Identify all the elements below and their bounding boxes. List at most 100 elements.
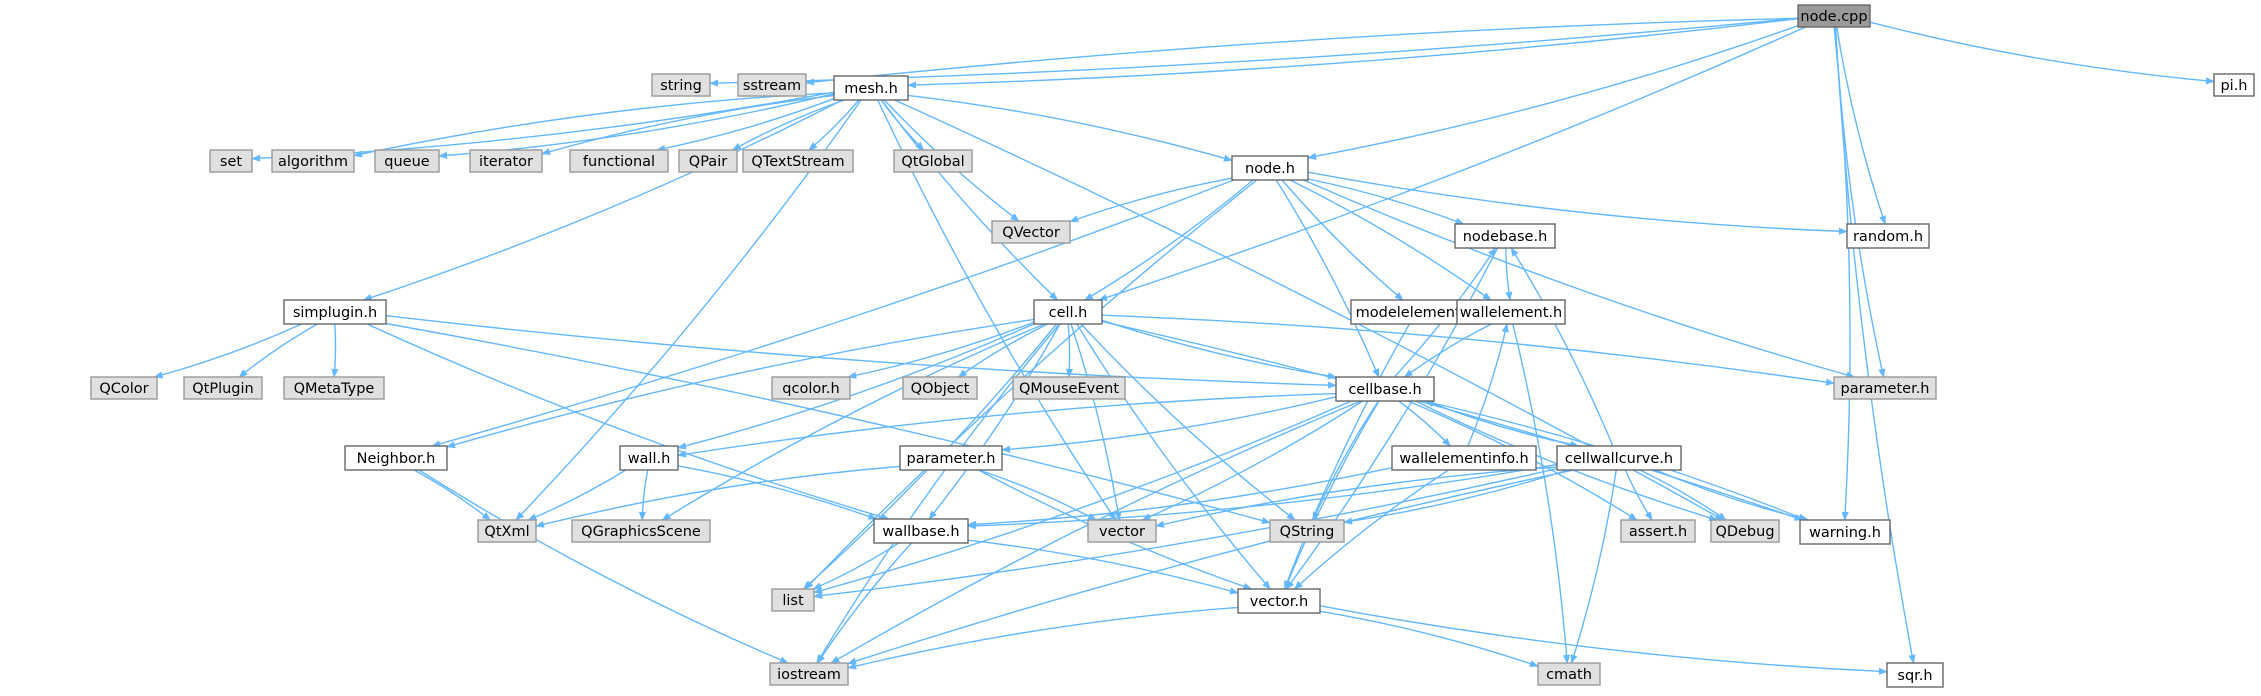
edge-line — [1834, 26, 1886, 378]
edge-line — [535, 465, 901, 528]
edge-line — [1275, 179, 1380, 378]
edge-line — [153, 323, 302, 379]
edge-line — [817, 542, 913, 664]
edge-cellwallcurve-h-to-list — [813, 468, 1558, 600]
node-label: QDebug — [1715, 524, 1774, 540]
node-cellbase-h[interactable]: cellbase.h — [1335, 376, 1435, 402]
node-box — [1833, 376, 1937, 400]
node-qmetatype-external: QMetaType — [283, 376, 385, 400]
node-box[interactable] — [1231, 155, 1309, 181]
node-box[interactable] — [344, 445, 448, 471]
node-qobject-external: QObject — [902, 376, 978, 400]
node-box[interactable] — [1391, 445, 1537, 471]
node-qstring-external: QString — [1269, 519, 1345, 543]
node-box[interactable] — [1556, 445, 1682, 471]
edge-neighbor-h-to-qtxml — [413, 469, 492, 521]
edge-line — [331, 323, 339, 378]
node-box[interactable] — [899, 445, 1003, 471]
node-wallelementinfo-h[interactable]: wallelementinfo.h — [1391, 445, 1537, 471]
edge-line — [1285, 247, 1499, 590]
edge-line — [446, 318, 1035, 449]
node-parameter-h[interactable]: parameter.h — [899, 445, 1003, 471]
node-label: warning.h — [1809, 525, 1881, 541]
node-vector-h[interactable]: vector.h — [1237, 588, 1321, 614]
node-wall-h[interactable]: wall.h — [619, 445, 679, 471]
node-label: simplugin.h — [293, 305, 377, 321]
edge-line — [1834, 26, 1916, 664]
node-label: list — [782, 593, 804, 609]
edge-nodebase-h-to-vector-h — [1285, 247, 1499, 590]
edge-cell-h-to-qgraphicsscene — [661, 323, 1045, 521]
edge-wallbase-h-to-vector-h — [967, 539, 1239, 595]
edge-simplugin-h-to-qcolor — [153, 323, 302, 379]
node-box — [742, 149, 854, 173]
edge-cellbase-h-to-wall-h — [677, 392, 1337, 458]
edge-line — [677, 465, 878, 520]
edge-line — [967, 463, 1558, 530]
node-label: random.h — [1853, 229, 1923, 245]
edge-line — [362, 99, 843, 301]
node-box[interactable] — [619, 445, 679, 471]
node-box[interactable] — [1335, 376, 1435, 402]
edge-cellwallcurve-h-to-assert-h — [1624, 469, 1653, 521]
edge-wallelementinfo-h-to-vector-h — [1293, 469, 1449, 590]
edge-node-h-to-neighbor-h — [431, 179, 1235, 448]
node-box[interactable] — [1799, 519, 1891, 545]
node-label: QTextStream — [751, 154, 844, 170]
node-box[interactable] — [283, 299, 387, 325]
edge-node-cpp-to-string — [709, 17, 1799, 87]
node-box[interactable] — [833, 75, 909, 101]
node-box[interactable] — [1237, 588, 1321, 614]
edge-line — [1624, 469, 1653, 521]
node-label: sstream — [743, 78, 801, 94]
edge-line — [1001, 396, 1337, 453]
edge-node-cpp-to-mesh-h — [907, 18, 1799, 89]
node-box[interactable] — [2213, 73, 2255, 97]
node-label: QObject — [911, 381, 970, 397]
node-simplugin-h[interactable]: simplugin.h — [283, 299, 387, 325]
node-cmath-external: cmath — [1537, 662, 1601, 686]
node-mesh-h[interactable]: mesh.h — [833, 75, 909, 101]
node-box — [771, 376, 851, 400]
edge-mesh-h-to-cell-h — [881, 99, 1059, 301]
node-cell-h[interactable]: cell.h — [1033, 299, 1103, 325]
edge-node-cpp-to-warning-h — [1833, 26, 1851, 521]
node-random-h[interactable]: random.h — [1846, 223, 1930, 249]
edge-line — [967, 467, 1393, 528]
node-box[interactable] — [1846, 223, 1930, 249]
node-sqr-h[interactable]: sqr.h — [1886, 662, 1944, 688]
edge-cell-h-to-parameter-h — [1101, 314, 1835, 386]
node-box[interactable] — [1886, 662, 1944, 688]
node-node-h[interactable]: node.h — [1231, 155, 1309, 181]
edge-line — [1141, 400, 1364, 521]
node-box[interactable] — [1033, 299, 1103, 325]
node-qtplugin-external: QtPlugin — [183, 376, 263, 400]
node-box[interactable] — [1454, 223, 1556, 249]
node-box — [737, 73, 807, 97]
edge-cell-h-to-vector-h — [1076, 323, 1271, 590]
node-pi-h[interactable]: pi.h — [2213, 73, 2255, 97]
edge-line — [1284, 400, 1380, 590]
edge-line — [418, 469, 789, 664]
node-box — [477, 519, 537, 543]
edge-node-cpp-to-node-h — [1307, 25, 1799, 160]
edge-parameter-h-to-qtxml — [535, 465, 901, 528]
edge-line — [1283, 323, 1411, 590]
edge-cellwallcurve-h-to-qstring — [1343, 469, 1568, 525]
edge-wallelement-h-to-cmath — [1512, 323, 1571, 664]
node-wallelement-h[interactable]: wallelement.h — [1456, 299, 1566, 325]
edge-line — [1289, 179, 1492, 301]
node-iterator-external: iterator — [469, 149, 543, 173]
edge-simplugin-h-to-wallbase-h — [366, 323, 890, 521]
node-box — [1087, 519, 1157, 543]
node-warning-h[interactable]: warning.h — [1799, 519, 1891, 545]
node-label: qcolor.h — [782, 381, 839, 397]
node-cellwallcurve-h[interactable]: cellwallcurve.h — [1556, 445, 1682, 471]
node-nodebase-h[interactable]: nodebase.h — [1454, 223, 1556, 249]
node-qgraphicsscene-external: QGraphicsScene — [571, 519, 711, 543]
node-wallbase-h[interactable]: wallbase.h — [873, 518, 969, 544]
node-box[interactable] — [1456, 299, 1566, 325]
edge-line — [847, 321, 1035, 379]
node-box[interactable] — [873, 518, 969, 544]
node-neighbor-h[interactable]: Neighbor.h — [344, 445, 448, 471]
